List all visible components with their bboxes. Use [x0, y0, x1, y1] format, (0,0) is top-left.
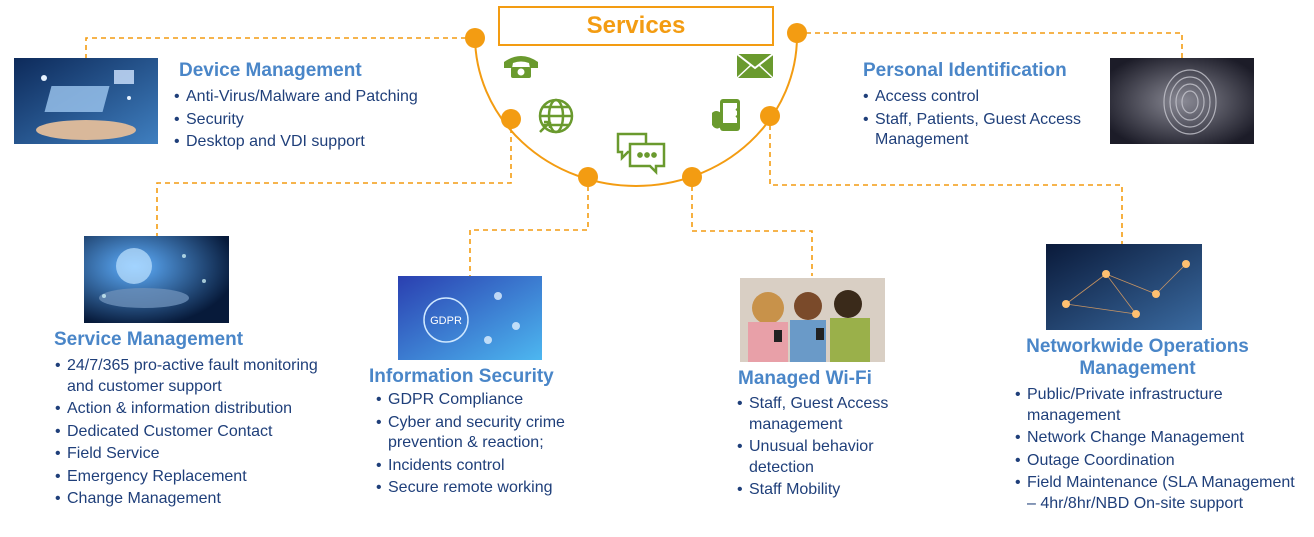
networkwide-operations-list: Public/Private infrastructure management… — [1015, 385, 1307, 516]
information-security-heading: Information Security — [369, 366, 554, 387]
email-icon — [736, 53, 774, 79]
connector-wifi — [691, 177, 813, 276]
list-item: Desktop and VDI support — [174, 132, 464, 153]
list-item: Dedicated Customer Contact — [55, 422, 345, 443]
list-item: Cyber and security crime prevention & re… — [376, 413, 606, 454]
list-item: Incidents control — [376, 456, 606, 477]
list-item: Staff, Patients, Guest Access Management — [863, 110, 1108, 151]
connector-infosec — [469, 177, 589, 276]
network-people-image — [1046, 244, 1202, 330]
node-dot-wifi — [682, 167, 702, 187]
hand-holding-globe-image — [84, 236, 229, 323]
information-security-list: GDPR Compliance Cyber and security crime… — [376, 390, 606, 501]
chat-icon — [616, 132, 666, 176]
device-management-heading: Device Management — [179, 60, 362, 81]
list-item: Staff Mobility — [737, 480, 932, 501]
service-management-heading: Service Management — [54, 329, 244, 350]
managed-wifi-list: Staff, Guest Access management Unusual b… — [737, 394, 932, 503]
list-item: Unusual behavior detection — [737, 437, 932, 478]
list-item: 24/7/365 pro-active fault monitoring and… — [55, 356, 345, 397]
people-with-phones-image — [740, 278, 885, 362]
globe-icon — [538, 98, 574, 134]
connector-service — [156, 119, 512, 236]
phone-icon — [504, 56, 538, 78]
list-item: Field Maintenance (SLA Management – 4hr/… — [1015, 473, 1307, 514]
services-title: Services — [498, 6, 774, 46]
services-arc — [474, 35, 798, 187]
list-item: Field Service — [55, 444, 345, 465]
list-item: GDPR Compliance — [376, 390, 606, 411]
list-item: Secure remote working — [376, 478, 606, 499]
connector-network — [769, 116, 1123, 244]
list-item: Change Management — [55, 489, 345, 510]
service-management-list: 24/7/365 pro-active fault monitoring and… — [55, 356, 345, 512]
list-item: Access control — [863, 87, 1108, 108]
gdpr-image: GDPR — [398, 276, 542, 360]
personal-identification-list: Access control Staff, Patients, Guest Ac… — [863, 87, 1108, 153]
svg-text:GDPR: GDPR — [430, 315, 462, 327]
list-item: Security — [174, 110, 464, 131]
list-item: Outage Coordination — [1015, 451, 1307, 472]
hands-holding-devices-image — [14, 58, 158, 144]
list-item: Emergency Replacement — [55, 467, 345, 488]
connector-device — [85, 37, 475, 58]
connector-identification — [797, 32, 1183, 58]
node-dot-identification-lower — [760, 106, 780, 126]
managed-wifi-heading: Managed Wi-Fi — [738, 368, 872, 389]
node-dot-identification — [787, 23, 807, 43]
mobile-icon — [712, 99, 740, 131]
node-dot-service — [501, 109, 521, 129]
device-management-list: Anti-Virus/Malware and Patching Security… — [174, 87, 464, 155]
list-item: Staff, Guest Access management — [737, 394, 932, 435]
networkwide-operations-heading: Networkwide Operations Management — [1026, 336, 1249, 379]
list-item: Anti-Virus/Malware and Patching — [174, 87, 464, 108]
personal-identification-heading: Personal Identification — [863, 60, 1067, 81]
node-dot-infosec — [578, 167, 598, 187]
list-item: Action & information distribution — [55, 399, 345, 420]
fingerprint-image — [1110, 58, 1254, 144]
list-item: Public/Private infrastructure management — [1015, 385, 1307, 426]
list-item: Network Change Management — [1015, 428, 1307, 449]
node-dot-device — [465, 28, 485, 48]
